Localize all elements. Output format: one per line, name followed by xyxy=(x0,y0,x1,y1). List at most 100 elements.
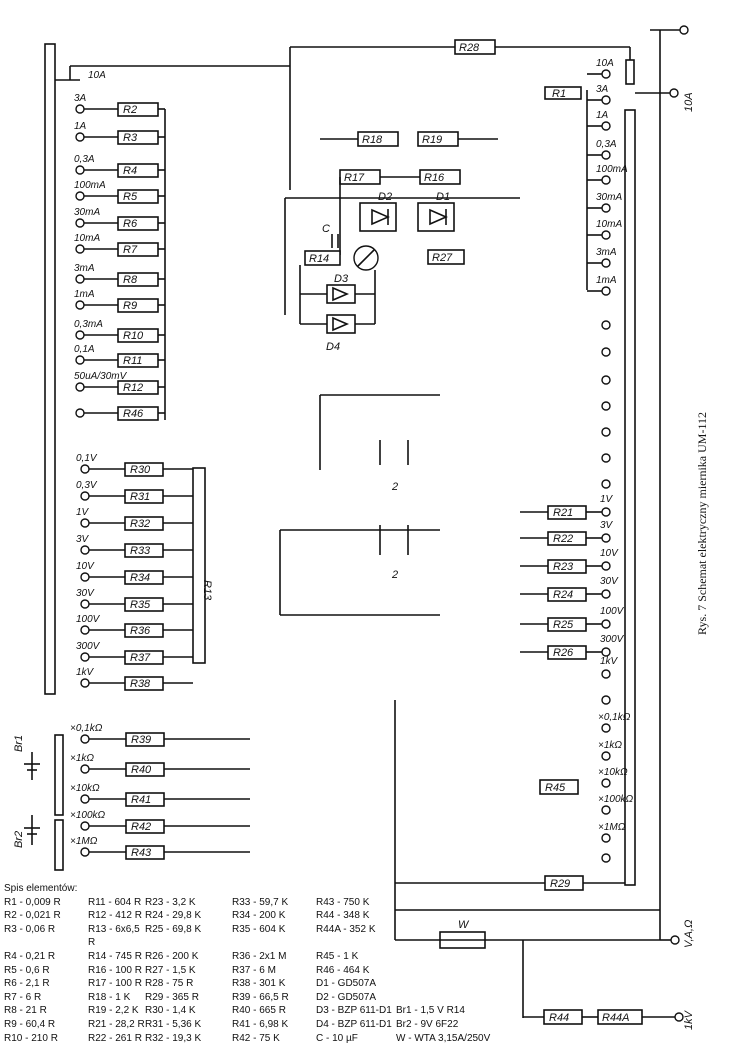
legend-cell: R42 - 75 K xyxy=(232,1032,280,1044)
svg-text:D4: D4 xyxy=(326,341,340,353)
svg-text:W: W xyxy=(458,919,470,931)
legend-cell: R43 - 750 K xyxy=(316,896,370,908)
range-label: 0,3A xyxy=(596,139,617,150)
resistor-label: R38 xyxy=(130,678,151,690)
contact-dot xyxy=(601,347,611,357)
legend-cell: R40 - 665 R xyxy=(232,1005,286,1017)
resistor-label: R26 xyxy=(553,647,574,659)
svg-text:2: 2 xyxy=(391,569,398,581)
resistor-label: R10 xyxy=(123,330,144,342)
range-label: 100mA xyxy=(74,180,106,191)
legend-cell: D2 - GD507A xyxy=(316,991,377,1003)
resistor-label: R41 xyxy=(131,794,151,806)
legend-cell: R39 - 66,5 R xyxy=(232,991,289,1003)
svg-text:R17: R17 xyxy=(344,172,365,184)
resistor-label: R36 xyxy=(130,625,151,637)
figure-caption: Rys. 7 Schemat elektryczny miernika UM-1… xyxy=(695,412,709,635)
volt-contact xyxy=(601,533,611,543)
contact-dot xyxy=(601,427,611,437)
top-10a-label: 10A xyxy=(88,70,106,81)
legend-cell: Br2 - 9V 6F22 xyxy=(396,1018,459,1030)
range-contact xyxy=(601,258,611,268)
volt-contact xyxy=(601,507,611,517)
legend-cell: R17 - 100 R xyxy=(88,978,142,990)
range-contact xyxy=(601,230,611,240)
legend-cell: R27 - 1,5 K xyxy=(145,964,196,976)
switch-contact xyxy=(75,244,85,254)
range-label: 100mA xyxy=(596,164,628,175)
contact-dot xyxy=(601,375,611,385)
range-label: 1A xyxy=(596,110,609,121)
right-ohm-ranges: ×0,1kΩ×1kΩ×10kΩ×100kΩ×1MΩ xyxy=(598,712,634,843)
resistor-label: R25 xyxy=(553,619,574,631)
legend-cell: R2 - 0,021 R xyxy=(4,910,61,922)
contact-dot xyxy=(601,479,611,489)
legend-cell: R46 - 464 K xyxy=(316,964,370,976)
legend-cell xyxy=(396,950,516,964)
switch-contact xyxy=(75,274,85,284)
right-contact-dots xyxy=(601,320,611,863)
switch-contact xyxy=(80,794,90,804)
range-label: ×0,1kΩ xyxy=(598,712,631,723)
svg-text:Br2: Br2 xyxy=(13,831,25,848)
terminal-10a: 10A xyxy=(635,25,695,940)
legend-cell: R14 - 745 R xyxy=(88,950,142,962)
svg-text:R19: R19 xyxy=(422,134,442,146)
range-label: 30mA xyxy=(74,207,100,218)
resistor-label: R31 xyxy=(130,491,150,503)
range-contact xyxy=(601,95,611,105)
legend-cell: C - 10 µF xyxy=(316,1032,358,1044)
volt-contact xyxy=(601,589,611,599)
legend-cell: R38 - 301 K xyxy=(232,978,286,990)
switch-contact xyxy=(75,330,85,340)
legend-cell: R12 - 412 R xyxy=(88,910,142,922)
ohm-contact xyxy=(601,833,611,843)
svg-text:D2: D2 xyxy=(378,191,392,203)
switch-contact xyxy=(80,572,90,582)
legend-cell: R9 - 60,4 R xyxy=(4,1018,56,1030)
resistor-label: R34 xyxy=(130,572,150,584)
range-label: 10mA xyxy=(74,233,100,244)
range-label: 0,1A xyxy=(74,344,95,355)
range-label: 1kV xyxy=(76,667,95,678)
legend-cell: R24 - 29,8 K xyxy=(145,910,202,922)
fuse-w: W xyxy=(394,700,660,949)
range-label: 3V xyxy=(76,534,90,545)
contact-dot xyxy=(601,695,611,705)
volt-contact xyxy=(601,669,611,679)
svg-text:C: C xyxy=(322,223,330,235)
svg-text:R16: R16 xyxy=(424,172,445,184)
range-label: 1kV xyxy=(600,656,619,667)
resistor-label: R39 xyxy=(131,734,151,746)
range-label: 300V xyxy=(600,634,625,645)
legend-cell xyxy=(396,991,516,1005)
battery-br2: Br2 xyxy=(13,815,64,871)
range-label: 10A xyxy=(596,58,614,69)
legend-cell: R23 - 3,2 K xyxy=(145,896,196,908)
legend-cell: D1 - GD507A xyxy=(316,978,377,990)
left-resistor-row: R46 xyxy=(75,406,165,421)
resistor-r1: R1 xyxy=(544,86,582,100)
resistor-label: R6 xyxy=(123,218,138,230)
range-contact xyxy=(601,150,611,160)
svg-text:R28: R28 xyxy=(459,42,480,54)
switch-contact xyxy=(75,300,85,310)
range-label: 50uA/30mV xyxy=(74,371,128,382)
legend-cell: R21 - 28,2 R xyxy=(88,1018,145,1030)
range-label: 30V xyxy=(76,588,95,599)
legend-cell: D4 - BZP 611-D1 xyxy=(316,1018,392,1030)
range-label: ×100kΩ xyxy=(70,810,106,821)
legend-cell: R41 - 6,98 K xyxy=(232,1018,289,1030)
range-label: 30mA xyxy=(596,192,622,203)
